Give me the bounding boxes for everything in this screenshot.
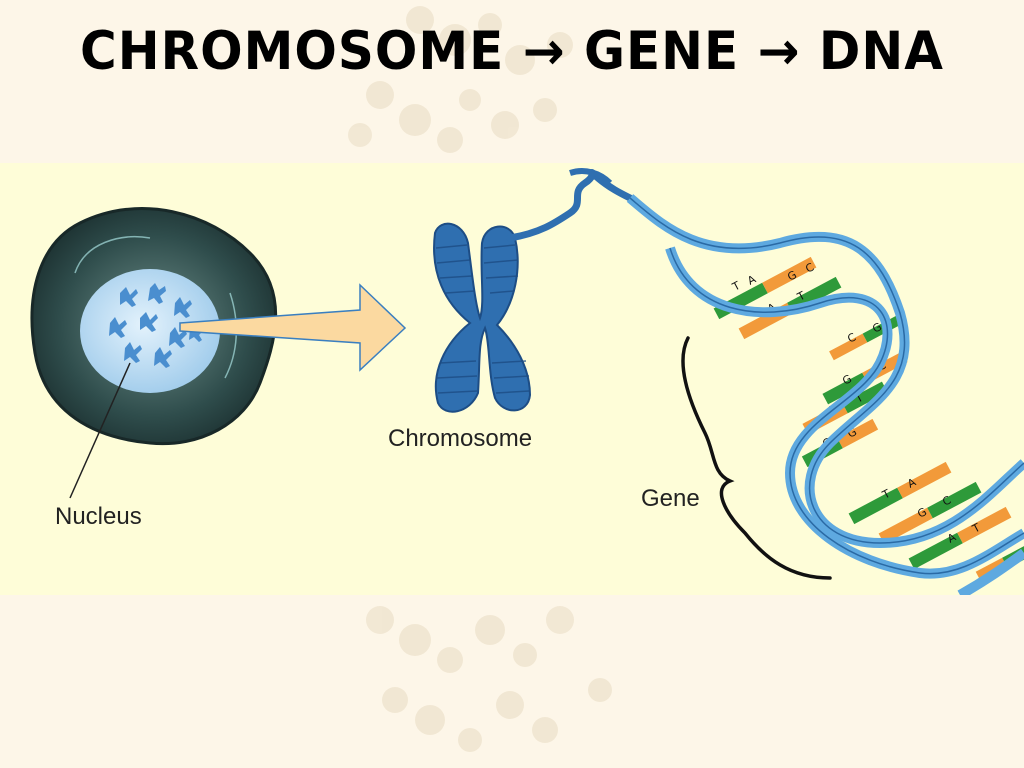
- base-letter: A: [745, 272, 758, 287]
- nucleus-label: Nucleus: [55, 503, 142, 530]
- nucleus-icon: [80, 269, 220, 393]
- chromosome-icon: [433, 168, 634, 413]
- zoom-arrow-icon: [179, 283, 407, 372]
- base-letter: T: [729, 279, 742, 294]
- gene-label: Gene: [641, 485, 700, 512]
- nucleus-pointer-line: [69, 362, 131, 499]
- chromosome-cluster-icon: [109, 283, 204, 368]
- chromosome-label: Chromosome: [388, 425, 533, 452]
- gene-bracket: [681, 336, 832, 580]
- slide-title: Chromosome → Gene → DNA: [80, 20, 944, 82]
- cell-illustration: [30, 207, 278, 499]
